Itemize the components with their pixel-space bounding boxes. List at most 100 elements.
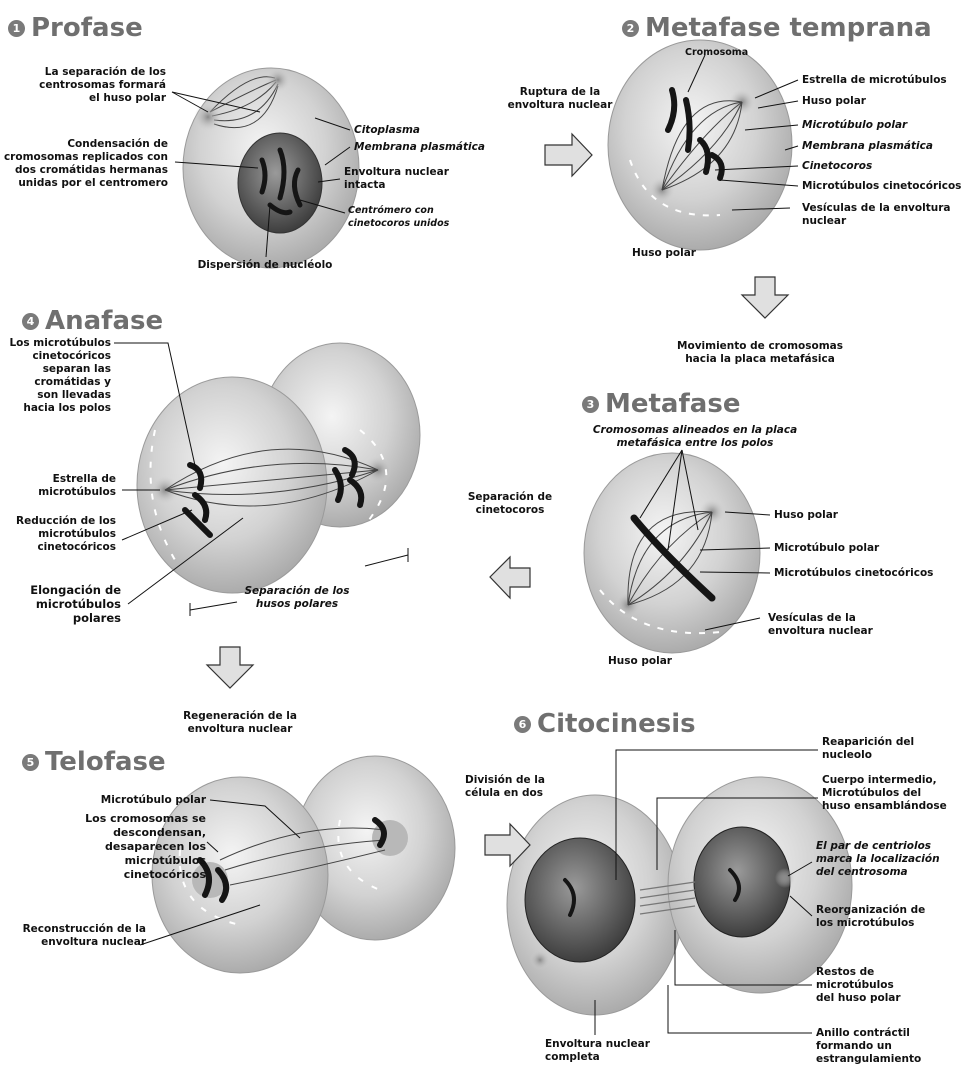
text-line: Restos de xyxy=(816,966,901,979)
label-huso-polar-3-bottom: Huso polar xyxy=(608,655,672,668)
text-line: microtúbulos xyxy=(30,597,121,611)
label-microtubulos-cinetocoricos: Microtúbulos cinetocóricos xyxy=(802,180,961,193)
text-line: envoltura nuclear xyxy=(155,723,325,736)
text-line: Separación de los xyxy=(232,585,362,598)
text-line: dos cromátidas hermanas xyxy=(4,164,168,177)
text-line: Centrómero con xyxy=(348,204,449,217)
citocinesis-cell xyxy=(507,777,852,1015)
text-line: El par de centriolos xyxy=(816,840,940,853)
text-line: envoltura nuclear xyxy=(505,99,615,112)
label-separacion-centrosomas: La separación de los centrosomas formará… xyxy=(39,66,166,105)
label-huso-polar: Huso polar xyxy=(802,95,866,108)
text-line: cromátidas y xyxy=(9,376,111,389)
label-vesiculas-envoltura: Vesículas de la envoltura nuclear xyxy=(802,202,950,228)
text-line: Membrana plasmática xyxy=(354,141,485,154)
text-line: Microtúbulo polar xyxy=(774,542,879,555)
label-huso-polar-bottom: Huso polar xyxy=(632,247,696,260)
text-line: Dispersión de nucléolo xyxy=(190,259,340,272)
text-line: Cuerpo intermedio, xyxy=(822,774,947,787)
label-division-celula: División de la célula en dos xyxy=(465,774,545,800)
arrow-to-telofase xyxy=(207,647,253,688)
text-line: cinetocóricos xyxy=(9,350,111,363)
text-line: Microtúbulos cinetocóricos xyxy=(802,180,961,193)
text-line: centrosomas formará xyxy=(39,79,166,92)
label-cuerpo-intermedio: Cuerpo intermedio, Microtúbulos del huso… xyxy=(822,774,947,813)
title-metafase: 3Metafase xyxy=(582,390,740,418)
label-par-centriolos: El par de centriolos marca la localizaci… xyxy=(816,840,940,879)
label-cinetocoros: Cinetocoros xyxy=(802,160,872,173)
text-line: polares xyxy=(30,611,121,625)
text-line: microtúbulos xyxy=(85,854,206,868)
text-line: Citoplasma xyxy=(354,124,420,137)
text-line: Huso polar xyxy=(802,95,866,108)
text-line: Microtúbulo polar xyxy=(101,794,206,807)
text-line: Regeneración de la xyxy=(155,710,325,723)
label-elongacion-microtubulos: Elongación de microtúbulos polares xyxy=(30,583,121,625)
text-line: Microtúbulos del xyxy=(822,787,947,800)
title-telofase-text: Telofase xyxy=(45,747,166,777)
text-line: Movimiento de cromosomas xyxy=(640,340,880,353)
label-microtubulo-polar-5: Microtúbulo polar xyxy=(101,794,206,807)
text-line: microtúbulos xyxy=(38,486,116,499)
text-line: del huso polar xyxy=(816,992,901,1005)
label-cromosomas-alineados: Cromosomas alineados en la placa metafás… xyxy=(575,424,815,450)
text-line: completa xyxy=(545,1051,650,1064)
label-cromosomas-descondensan: Los cromosomas se descondensan, desapare… xyxy=(85,812,206,882)
label-reduccion-microtubulos: Reducción de los microtúbulos cinetocóri… xyxy=(16,515,116,554)
arrow-to-anafase xyxy=(490,557,530,598)
label-separacion-husos: Separación de los husos polares xyxy=(232,585,362,611)
title-metafase-temprana-text: Metafase temprana xyxy=(645,13,932,43)
label-huso-polar-3: Huso polar xyxy=(774,509,838,522)
label-centromero: Centrómero con cinetocoros unidos xyxy=(348,204,449,230)
label-microtubulo-polar: Microtúbulo polar xyxy=(802,119,907,132)
text-line: Envoltura nuclear xyxy=(344,166,449,179)
text-line: Vesículas de la xyxy=(768,612,873,625)
text-line: célula en dos xyxy=(465,787,545,800)
label-reaparicion-nucleolo: Reaparición del nucleolo xyxy=(822,736,914,762)
text-line: División de la xyxy=(465,774,545,787)
label-condensacion-cromosomas: Condensación de cromosomas replicados co… xyxy=(4,138,168,190)
text-line: Reconstrucción de la xyxy=(23,923,146,936)
anafase-cell xyxy=(137,343,420,593)
text-line: Cinetocoros xyxy=(802,160,872,173)
arrow-to-metafase-temprana xyxy=(545,134,592,176)
badge-metafase: 3 xyxy=(582,396,599,413)
text-line: Anillo contráctil xyxy=(816,1027,921,1040)
text-line: metafásica entre los polos xyxy=(575,437,815,450)
text-line: los microtúbulos xyxy=(816,917,925,930)
text-line: Ruptura de la xyxy=(505,86,615,99)
label-regeneracion-envoltura: Regeneración de la envoltura nuclear xyxy=(155,710,325,736)
label-separacion-cinetocoros: Separación de cinetocoros xyxy=(455,491,565,517)
text-line: cinetocóricos xyxy=(16,541,116,554)
title-profase-text: Profase xyxy=(31,13,143,43)
text-line: Los microtúbulos xyxy=(9,337,111,350)
text-line: cinetocoros unidos xyxy=(348,217,449,230)
label-citoplasma: Citoplasma xyxy=(354,124,420,137)
text-line: microtúbulos xyxy=(816,979,901,992)
text-line: Envoltura nuclear xyxy=(545,1038,650,1051)
badge-anafase: 4 xyxy=(22,313,39,330)
text-line: Huso polar xyxy=(632,247,696,260)
text-line: nuclear xyxy=(802,215,950,228)
text-line: intacta xyxy=(344,179,449,192)
text-line: Estrella de microtúbulos xyxy=(802,74,947,87)
label-microtubulos-separan: Los microtúbulos cinetocóricos separan l… xyxy=(9,337,111,415)
metafase-temprana-cell xyxy=(608,40,792,250)
badge-telofase: 5 xyxy=(22,754,39,771)
label-restos-microtubulos: Restos de microtúbulos del huso polar xyxy=(816,966,901,1005)
text-line: son llevadas xyxy=(9,389,111,402)
text-line: Huso polar xyxy=(608,655,672,668)
label-envoltura-nuclear-completa: Envoltura nuclear completa xyxy=(545,1038,650,1064)
text-line: Microtúbulo polar xyxy=(802,119,907,132)
text-line: hacia los polos xyxy=(9,402,111,415)
text-line: envoltura nuclear xyxy=(768,625,873,638)
text-line: microtúbulos xyxy=(16,528,116,541)
text-line: Los cromosomas se xyxy=(85,812,206,826)
label-movimiento-cromosomas: Movimiento de cromosomas hacia la placa … xyxy=(640,340,880,366)
label-microtubulo-polar-3: Microtúbulo polar xyxy=(774,542,879,555)
badge-metafase-temprana: 2 xyxy=(622,20,639,37)
text-line: cromosomas replicados con xyxy=(4,151,168,164)
text-line: husos polares xyxy=(232,598,362,611)
